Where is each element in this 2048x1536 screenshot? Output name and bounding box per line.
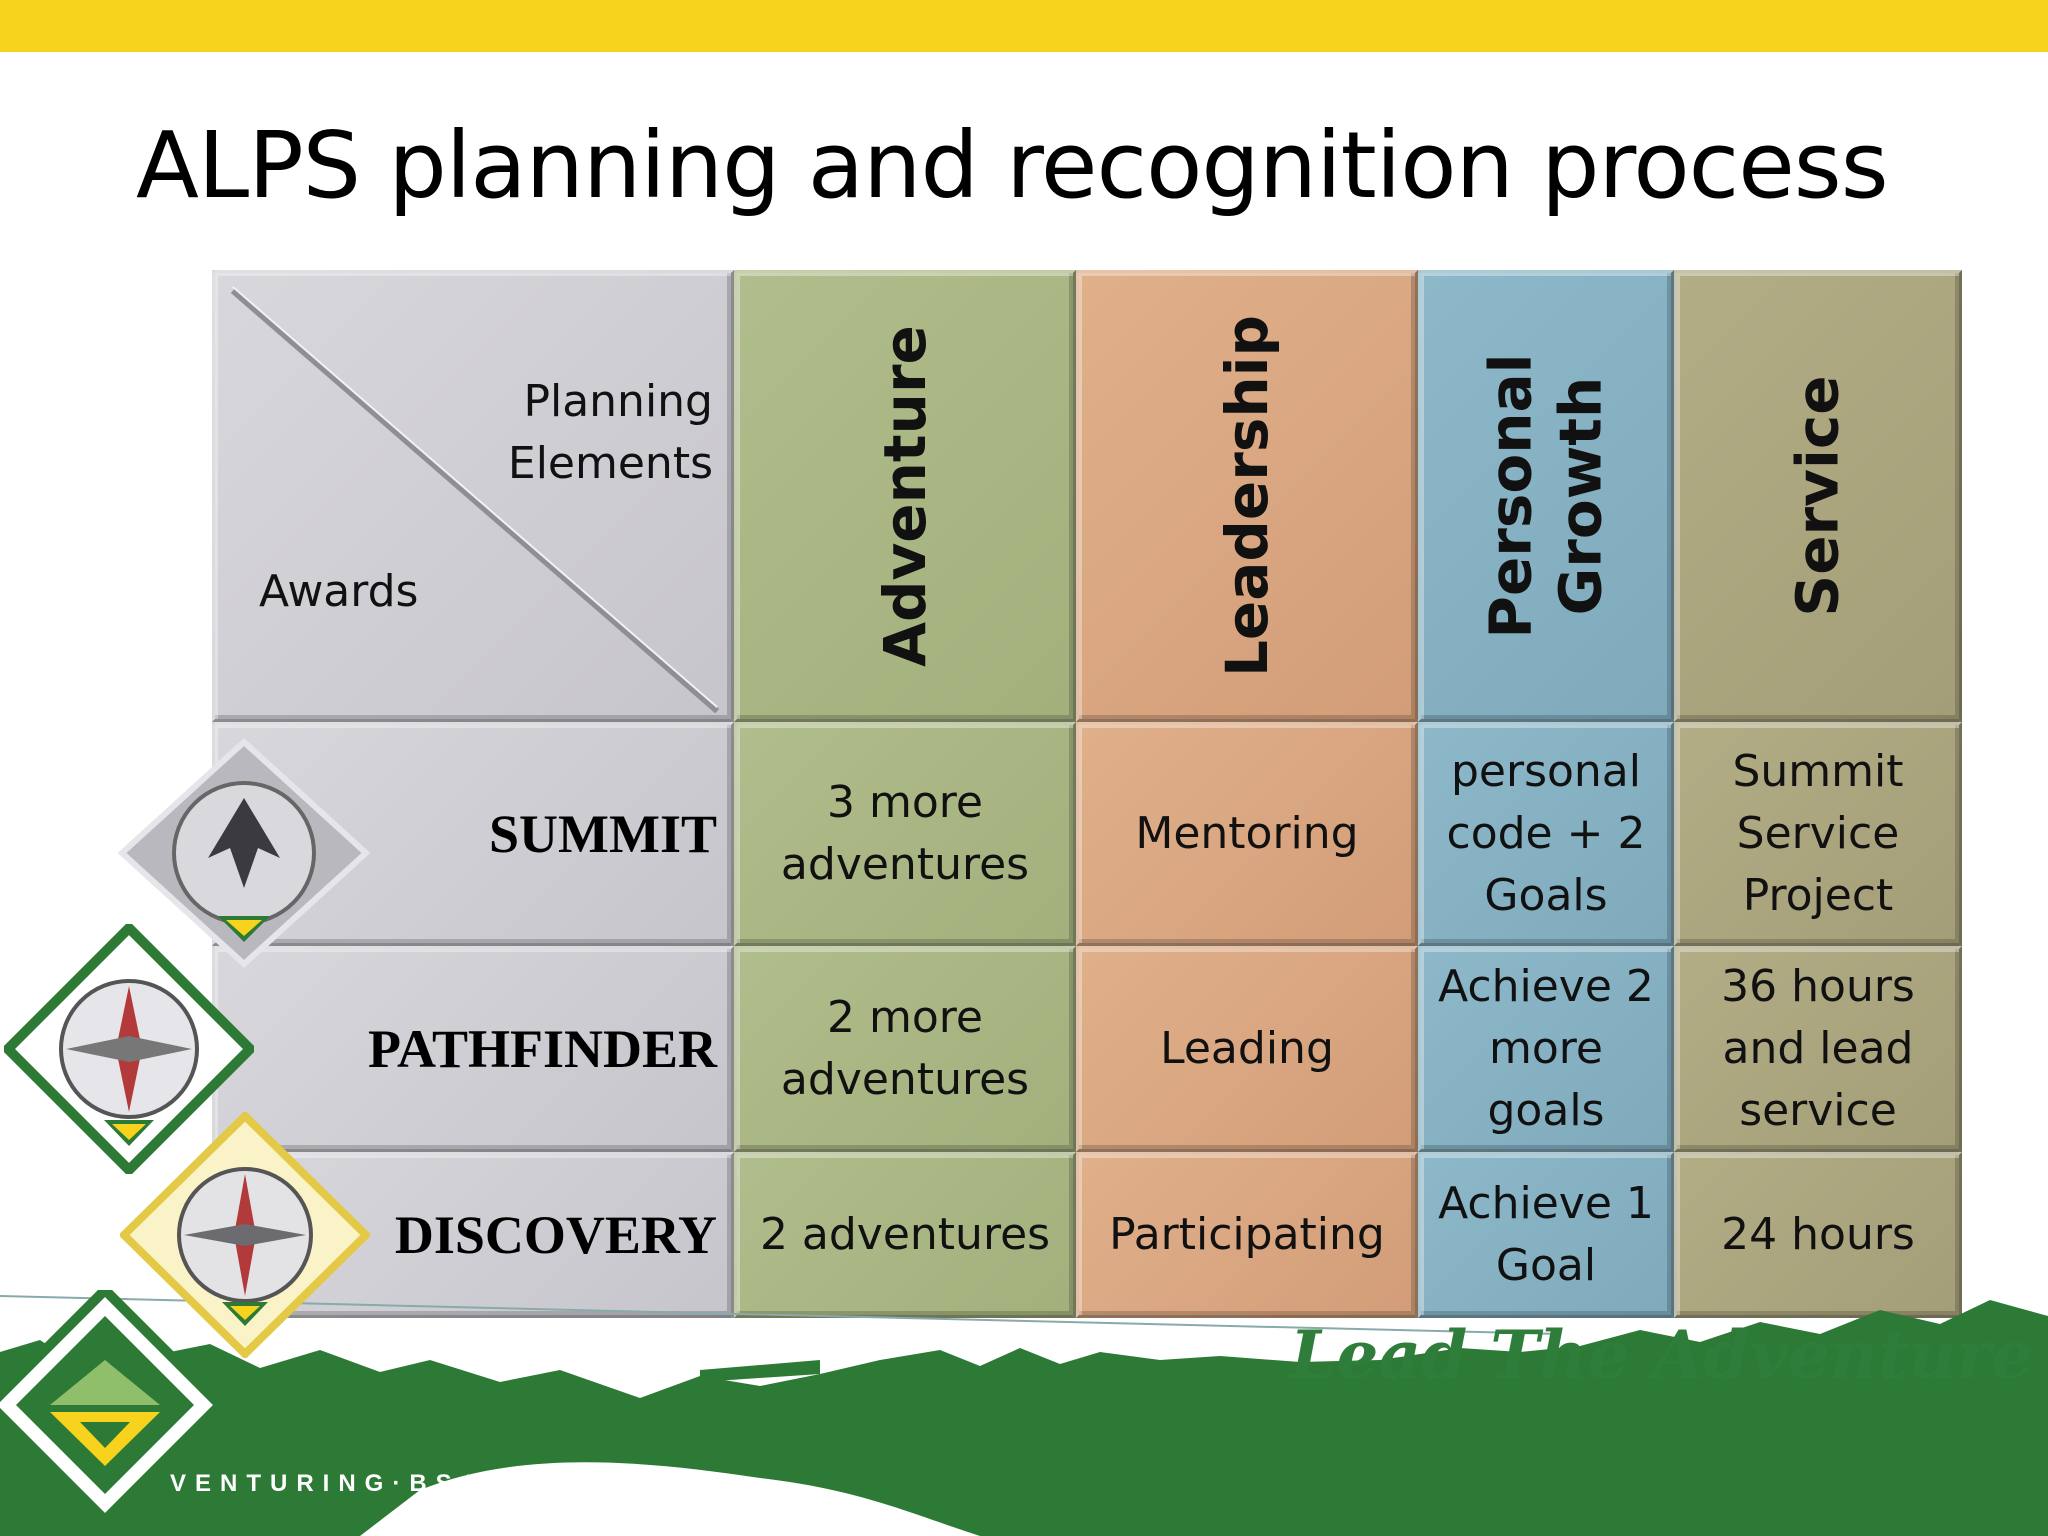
column-header-leadership: Leadership bbox=[1076, 270, 1418, 722]
column-header-service: Service bbox=[1674, 270, 1962, 722]
corner-header: Planning Elements Awards bbox=[212, 270, 734, 722]
lead-the-adventure-tagline: Lead The Adventure bbox=[1290, 1316, 2034, 1394]
venturing-logo-icon bbox=[0, 1290, 228, 1528]
award-pathfinder: PATHFINDER bbox=[212, 946, 734, 1152]
alps-table: Planning Elements Awards Adventure Leade… bbox=[212, 270, 1962, 1318]
compass-badge-icon bbox=[4, 924, 254, 1174]
diagonal-divider bbox=[230, 286, 720, 714]
venturing-bsa-brand: VENTURING·BSA® bbox=[170, 1470, 514, 1497]
top-accent-bar bbox=[0, 0, 2048, 52]
planning-elements-label: Planning Elements bbox=[507, 376, 713, 489]
eagle-badge-icon bbox=[118, 738, 370, 968]
cell-discovery-service: 24 hours bbox=[1674, 1152, 1962, 1318]
column-header-adventure: Adventure bbox=[734, 270, 1076, 722]
cell-discovery-leadership: Participating bbox=[1076, 1152, 1418, 1318]
awards-label: Awards bbox=[259, 566, 419, 617]
slide-title: ALPS planning and recognition process bbox=[136, 112, 1889, 219]
cell-discovery-adventure: 2 adventures bbox=[734, 1152, 1076, 1318]
cell-summit-leadership: Mentoring bbox=[1076, 722, 1418, 946]
cell-pathfinder-leadership: Leading bbox=[1076, 946, 1418, 1152]
compass-rose-badge-icon bbox=[120, 1112, 370, 1358]
